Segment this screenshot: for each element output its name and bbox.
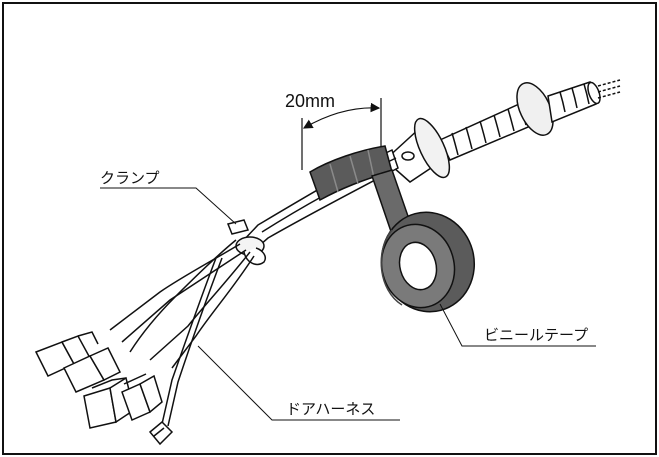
clamp — [226, 219, 267, 266]
connector-4 — [121, 373, 163, 422]
label-clamp: クランプ — [100, 169, 160, 187]
branch-wires — [109, 239, 255, 427]
grommet-near — [383, 117, 451, 183]
connector-group — [34, 331, 174, 446]
tape-wrap — [309, 145, 393, 202]
tape-roll — [380, 211, 476, 313]
label-vinyl-tape: ビニールテープ — [484, 326, 588, 344]
connector-2 — [62, 347, 122, 393]
dimension-label: 20mm — [285, 91, 335, 111]
connector-3 — [83, 376, 135, 429]
dimension-marker — [301, 98, 382, 170]
label-door-harness: ドアハーネス — [286, 400, 375, 418]
leader-lines — [100, 187, 596, 421]
connector-terminal — [148, 420, 174, 446]
grommet-far — [516, 79, 621, 136]
